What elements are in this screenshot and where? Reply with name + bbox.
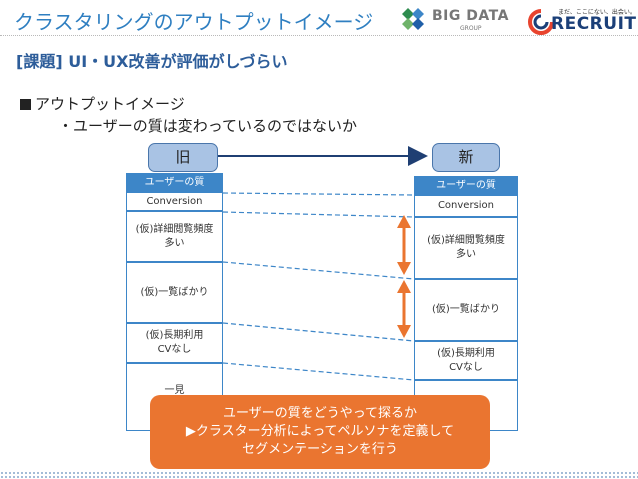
section-heading: [課題] UI・UX改善が評価がしづらい	[16, 52, 288, 71]
old-cell-list: (仮)一覧ばかり	[126, 262, 223, 323]
old-column-header: ユーザーの質	[126, 173, 223, 192]
bullet-text: アウトプットイメージ	[35, 95, 185, 113]
recruit-logo-text: RECRUIT	[551, 14, 637, 34]
sub-bullet-text: ・ユーザーの質は変わっているのではないか	[58, 117, 357, 135]
bigdata-logo-text: BIG DATA	[432, 8, 509, 24]
recruit-logo: まだ、ここにない、出会い。 RECRUIT	[528, 4, 637, 36]
recruit-logo-icon	[528, 9, 554, 35]
callout-line-3: セグメンテーションを行う	[242, 442, 398, 457]
new-cell-conversion: Conversion	[414, 195, 518, 217]
old-column: ユーザーの質 Conversion (仮)詳細閲覧頻度 多い (仮)一覧ばかり …	[126, 173, 223, 431]
bigdata-logo-sub: GROUP	[460, 25, 482, 32]
new-cell-longterm: (仮)長期利用 CVなし	[414, 341, 518, 380]
bigdata-logo: BIG DATA GROUP	[398, 6, 508, 34]
callout-box: ユーザーの質をどうやって探るか ▶クラスター分析によってペルソナを定義して セグ…	[150, 395, 490, 469]
callout-line-1: ユーザーの質をどうやって探るか	[222, 406, 418, 421]
old-cell-longterm: (仮)長期利用 CVなし	[126, 323, 223, 363]
recruit-logo-tagline: まだ、ここにない、出会い。	[558, 9, 636, 16]
dashed-connectors	[222, 192, 415, 381]
new-column-header: ユーザーの質	[414, 176, 518, 195]
bigdata-logo-icon	[402, 8, 424, 30]
new-cell-detail: (仮)詳細閲覧頻度 多い	[414, 217, 518, 279]
new-cell-list: (仮)一覧ばかり	[414, 279, 518, 341]
double-arrow-icon	[397, 215, 411, 338]
square-bullet-icon	[20, 99, 31, 110]
new-tag: 新	[432, 143, 500, 172]
bottom-dotted-border	[0, 471, 638, 479]
old-tag: 旧	[148, 143, 218, 172]
new-column: ユーザーの質 Conversion (仮)詳細閲覧頻度 多い (仮)一覧ばかり …	[414, 176, 518, 431]
slide-title: クラスタリングのアウトプットイメージ	[14, 10, 374, 34]
old-cell-conversion: Conversion	[126, 192, 223, 211]
callout-line-2: ▶クラスター分析によってペルソナを定義して	[185, 424, 455, 439]
title-divider	[0, 35, 638, 36]
bullet-item: アウトプットイメージ	[20, 93, 185, 114]
old-cell-detail: (仮)詳細閲覧頻度 多い	[126, 211, 223, 262]
